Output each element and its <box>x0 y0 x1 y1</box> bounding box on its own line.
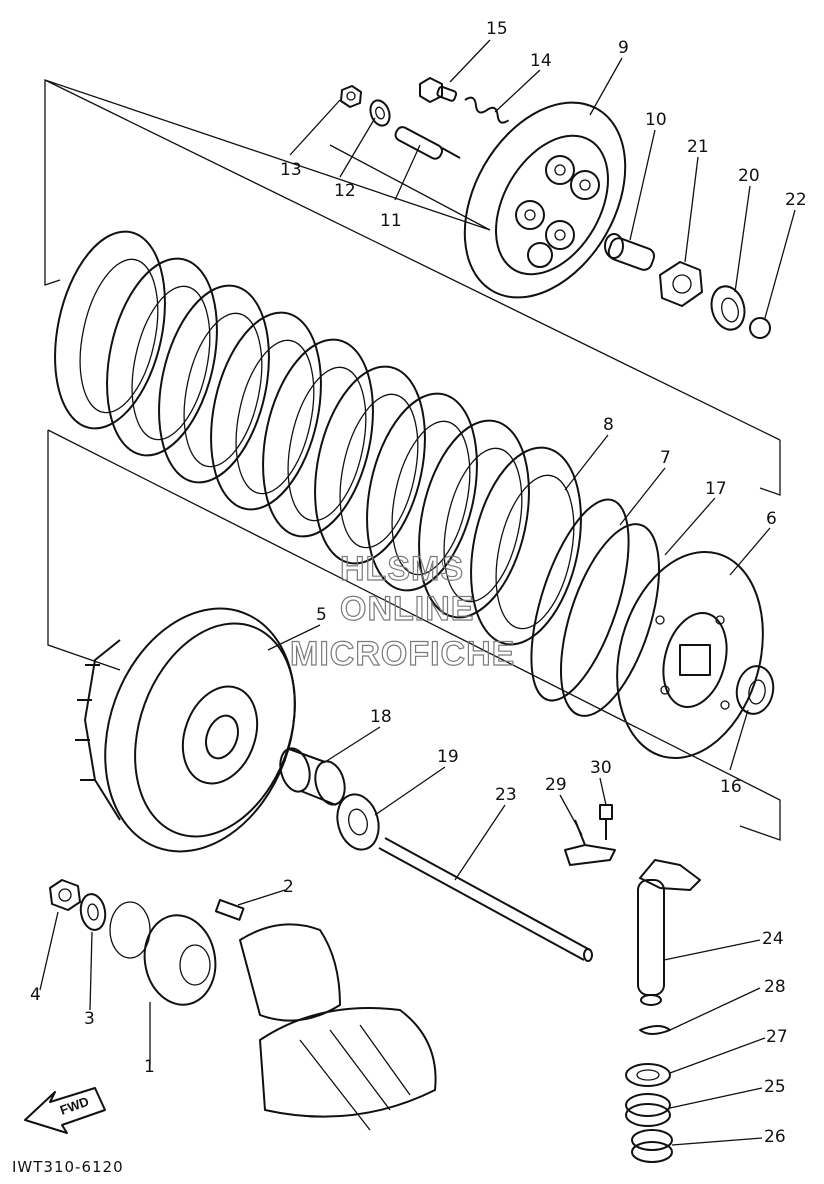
callout-12: 12 <box>334 181 356 201</box>
callout-labels: 15 14 9 13 12 11 10 21 20 22 8 7 17 6 16… <box>30 19 807 1147</box>
callout-1: 1 <box>144 1057 155 1077</box>
clutch-plate-inner <box>443 447 523 603</box>
clutch-plates <box>54 230 582 646</box>
callout-4: 4 <box>30 985 41 1005</box>
callout-25: 25 <box>764 1077 786 1097</box>
drawing-code: IWT310-6120 <box>12 1158 124 1176</box>
callout-28: 28 <box>764 977 786 997</box>
callout-6: 6 <box>766 509 777 529</box>
lever-plate <box>564 804 616 866</box>
callout-29: 29 <box>545 775 567 795</box>
bushing-washer <box>279 747 380 851</box>
callout-14: 14 <box>530 51 552 71</box>
clutch-plate-inner <box>235 339 315 495</box>
callout-9: 9 <box>618 38 629 58</box>
callout-18: 18 <box>370 707 392 727</box>
clutch-plate-outer <box>262 338 374 538</box>
callout-11: 11 <box>380 211 402 231</box>
callout-7: 7 <box>660 448 671 468</box>
callout-10: 10 <box>645 110 667 130</box>
callout-15: 15 <box>486 19 508 39</box>
clutch-plate-inner <box>131 285 211 441</box>
clutch-plate-inner <box>495 474 575 630</box>
fwd-arrow-icon: FWD <box>24 1087 106 1134</box>
clutch-plate-inner <box>79 258 159 414</box>
clutch-plate-outer <box>470 446 582 646</box>
clutch-plate-inner <box>287 366 367 522</box>
callout-16: 16 <box>720 777 742 797</box>
callout-8: 8 <box>603 415 614 435</box>
watermark-line-2: ONLINE <box>340 590 474 628</box>
callout-20: 20 <box>738 166 760 186</box>
clutch-plate-outer <box>314 365 426 565</box>
clutch-plate-outer <box>366 392 478 592</box>
push-lever <box>625 859 701 1163</box>
watermark: HLSMS ONLINE MICROFICHE <box>289 549 515 673</box>
primary-drive <box>49 879 437 1131</box>
clutch-plate-outer <box>54 230 166 430</box>
clutch-plate-inner <box>339 393 419 549</box>
callout-22: 22 <box>785 190 807 210</box>
callout-23: 23 <box>495 785 517 805</box>
callout-27: 27 <box>766 1027 788 1047</box>
frame-lines <box>44 79 781 841</box>
watermark-line-1: HLSMS <box>340 550 464 588</box>
callout-3: 3 <box>84 1009 95 1029</box>
watermark-line-3: MICROFICHE <box>290 635 515 673</box>
callout-2: 2 <box>283 877 294 897</box>
clutch-plate-outer <box>158 284 270 484</box>
callout-24: 24 <box>762 929 784 949</box>
clutch-plate-outer <box>418 419 530 619</box>
top-hardware <box>340 77 771 339</box>
push-rod <box>378 837 593 962</box>
leader-lines <box>39 39 796 1146</box>
callout-5: 5 <box>316 605 327 625</box>
callout-17: 17 <box>705 479 727 499</box>
callout-19: 19 <box>437 747 459 767</box>
clutch-boss <box>530 498 775 760</box>
clutch-plate-outer <box>210 311 322 511</box>
callout-30: 30 <box>590 758 612 778</box>
callout-21: 21 <box>687 137 709 157</box>
clutch-plate-inner <box>183 312 263 468</box>
clutch-plate-outer <box>106 257 218 457</box>
clutch-plate-inner <box>391 420 471 576</box>
callout-26: 26 <box>764 1127 786 1147</box>
pressure-plate <box>463 101 627 299</box>
callout-13: 13 <box>280 160 302 180</box>
clutch-housing <box>75 607 296 853</box>
